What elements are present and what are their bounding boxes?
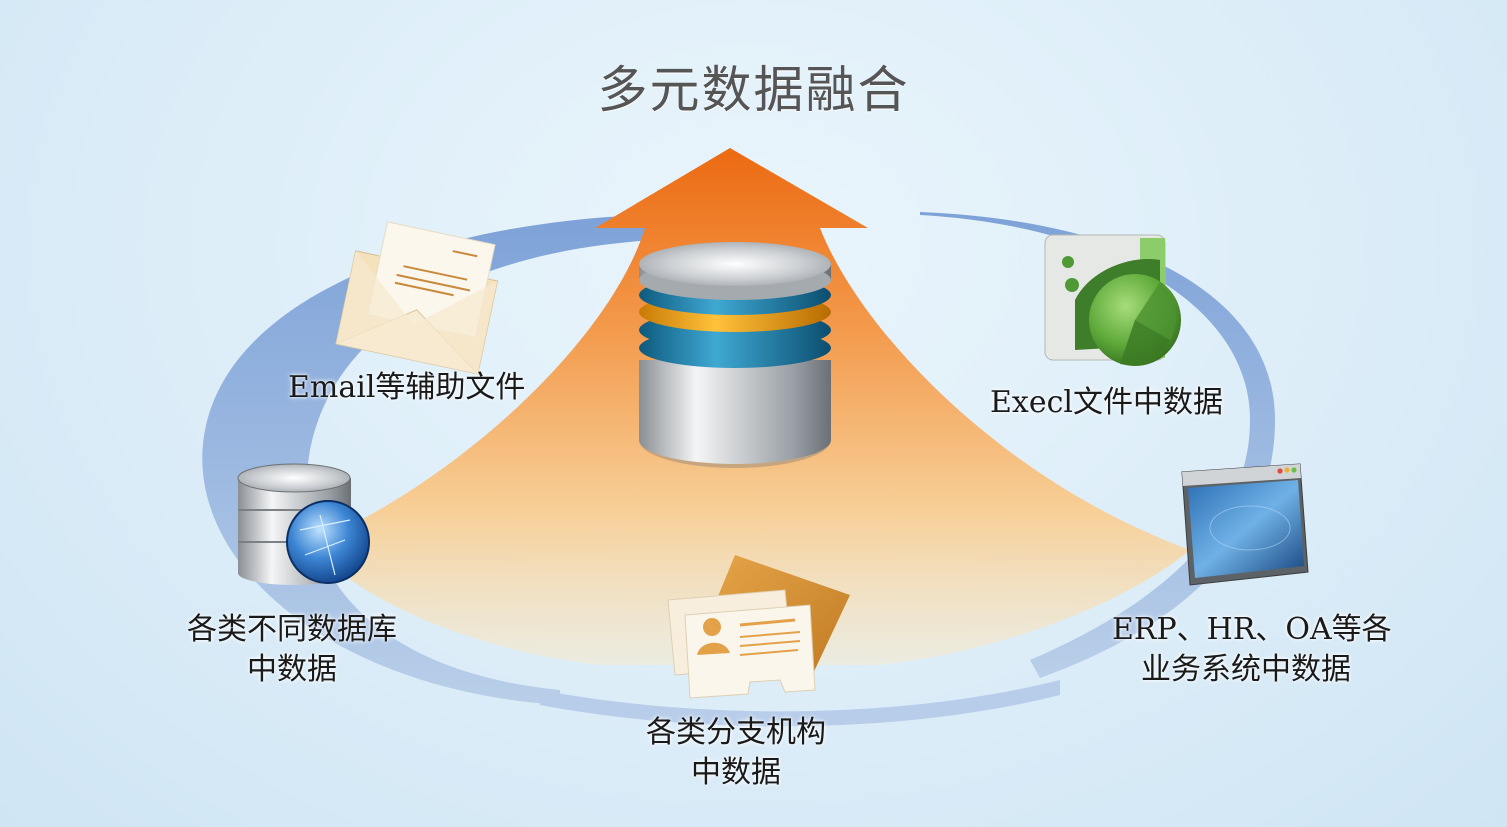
- excel-spreadsheet-icon: [1044, 234, 1181, 366]
- ring-arc-bottom: [540, 680, 1060, 727]
- node-label-email: Email等辅助文件: [288, 368, 525, 408]
- database-globe-icon: [237, 463, 370, 585]
- node-label-databases: 各类不同数据库 中数据: [172, 610, 412, 690]
- diagram-title: 多元数据融合: [597, 61, 910, 119]
- label-line: Execl文件中数据: [990, 385, 1223, 420]
- app-window-icon: [1181, 463, 1309, 586]
- node-label-branches: 各类分支机构 中数据: [628, 713, 844, 793]
- label-line: 各类分支机构: [646, 715, 826, 750]
- node-label-business: ERP、HR、OA等各 业务系统中数据: [1112, 610, 1392, 690]
- ring-arc-right: [920, 212, 1275, 678]
- label-line: 中数据: [691, 755, 781, 790]
- email-envelope-icon: [334, 221, 499, 375]
- label-line: 中数据: [247, 652, 337, 687]
- label-line: ERP、HR、OA等各: [1112, 612, 1392, 647]
- label-line: 业务系统中数据: [1141, 652, 1351, 687]
- node-label-excel: Execl文件中数据: [990, 383, 1223, 423]
- label-line: Email等辅助文件: [288, 370, 526, 405]
- center-database-icon: [639, 242, 831, 468]
- id-cards-icon: [667, 555, 850, 699]
- label-line: 各类不同数据库: [187, 612, 397, 647]
